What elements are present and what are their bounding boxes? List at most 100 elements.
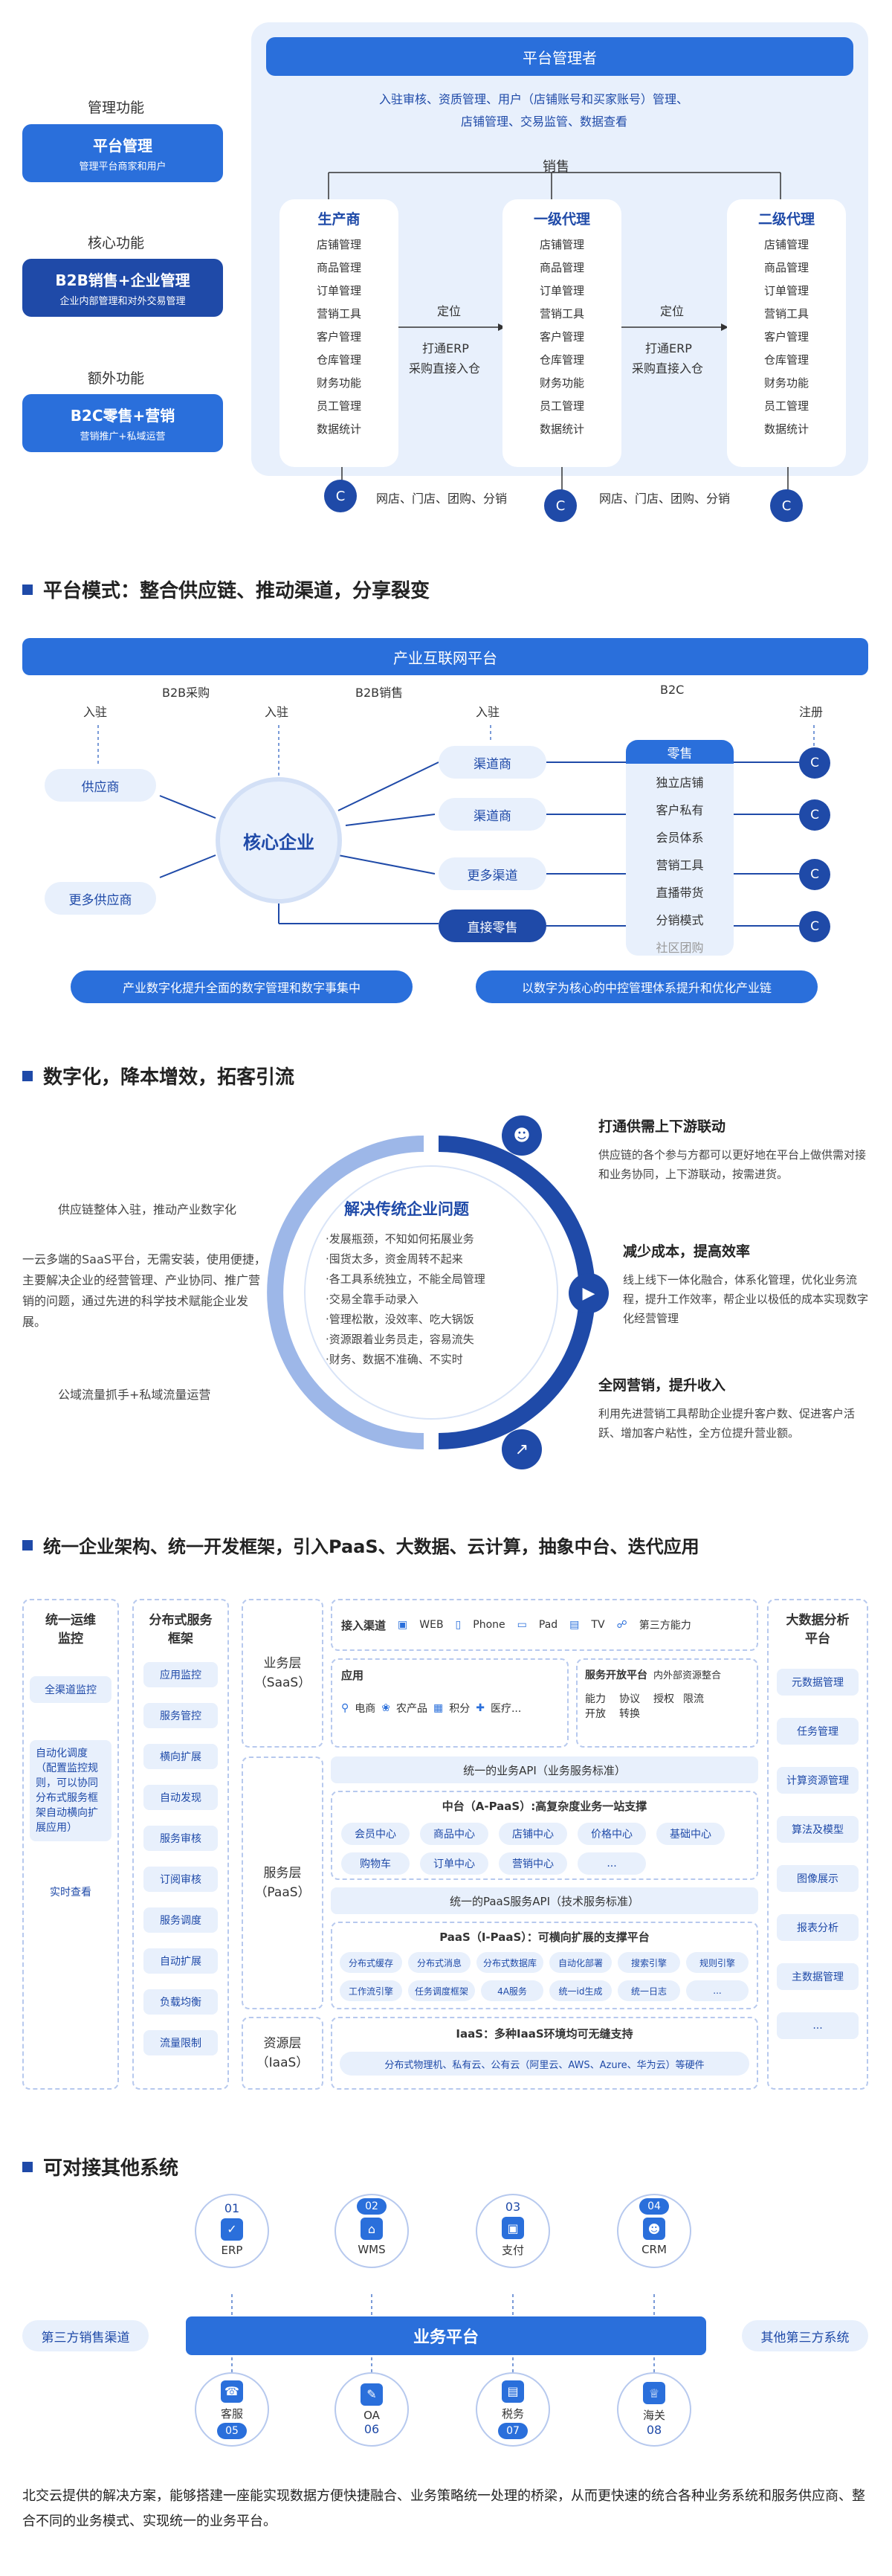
integration-crm[interactable]: 04 ☻ CRM xyxy=(617,2194,691,2298)
integration-tax[interactable]: ▤ 税务 07 xyxy=(476,2372,550,2454)
ipaas-item[interactable]: 搜索引擎 xyxy=(618,1952,680,1973)
more-channel-node[interactable]: 更多渠道 xyxy=(439,857,546,890)
dist-item[interactable]: 应用监控 xyxy=(143,1662,218,1687)
dist-item[interactable]: 负载均衡 xyxy=(143,1989,218,2015)
integration-customs[interactable]: ♕ 海关 08 xyxy=(617,2372,691,2454)
apaas-item[interactable]: 基础中心 xyxy=(656,1823,725,1845)
agent1-item: 店铺管理 xyxy=(539,238,584,251)
supplier-node[interactable]: 供应商 xyxy=(45,769,156,802)
problem-list: ·发展瓶颈，不知如何拓展业务 ·囤货太多，资金周转不起来 ·各工具系统独立，不能… xyxy=(326,1231,485,1367)
business-api-bar: 统一的业务API（业务服务标准） xyxy=(331,1756,758,1783)
third-party-sales-node[interactable]: 第三方销售渠道 xyxy=(22,2320,149,2351)
producer-card[interactable]: 生产商 店铺管理 商品管理 订单管理 营销工具 客户管理 仓库管理 财务功能 员… xyxy=(279,199,398,467)
core-enterprise-node[interactable]: 核心企业 xyxy=(216,777,342,904)
integration-service[interactable]: ☎ 客服 05 xyxy=(195,2372,269,2454)
channel-node[interactable]: 渠道商 xyxy=(439,746,546,779)
bigdata-item[interactable]: ... xyxy=(777,2012,859,2039)
open-item[interactable]: 限流 xyxy=(683,1693,704,1705)
dist-item[interactable]: 服务管控 xyxy=(143,1703,218,1728)
app-item[interactable]: 积分 xyxy=(449,1703,471,1715)
agent2-title: 二级代理 xyxy=(757,210,815,228)
platform-lines xyxy=(97,725,815,927)
ops-item[interactable]: 实时查看 xyxy=(50,1887,91,1899)
apaas-item[interactable]: 会员中心 xyxy=(341,1823,410,1845)
ipaas-item[interactable]: 工作流引擎 xyxy=(340,1980,402,2001)
channel-node[interactable]: 渠道商 xyxy=(439,798,546,831)
apaas-item[interactable]: 订单中心 xyxy=(420,1852,488,1875)
more-supplier-node[interactable]: 更多供应商 xyxy=(45,882,156,915)
ipaas-item[interactable]: 统一id生成 xyxy=(549,1980,612,2001)
dist-item[interactable]: 自动扩展 xyxy=(143,1948,218,1974)
app-item[interactable]: 农产品 xyxy=(396,1703,427,1715)
integration-wms[interactable]: 02 ⌂ WMS xyxy=(334,2194,409,2298)
integration-oa[interactable]: ✎ OA 06 xyxy=(334,2372,409,2454)
integration-label: 客服 xyxy=(220,2406,243,2421)
access-item[interactable]: TV xyxy=(591,1619,605,1631)
agent2-item: 营销工具 xyxy=(763,307,809,321)
dist-item[interactable]: 横向扩展 xyxy=(143,1744,218,1769)
open-item[interactable]: 能力开放 xyxy=(585,1693,606,1720)
ipaas-item[interactable]: 自动化部署 xyxy=(549,1952,612,1973)
app-item[interactable]: 医疗... xyxy=(490,1703,522,1715)
bigdata-item[interactable]: 报表分析 xyxy=(777,1914,859,1941)
apaas-item[interactable]: 价格中心 xyxy=(578,1823,646,1845)
other-third-party-node[interactable]: 其他第三方系统 xyxy=(742,2320,868,2351)
producer-item: 财务功能 xyxy=(316,376,361,390)
bigdata-item[interactable]: 元数据管理 xyxy=(777,1669,859,1696)
ipaas-item[interactable]: 任务调度框架 xyxy=(408,1980,475,2001)
open-item[interactable]: 授权 xyxy=(653,1693,674,1705)
ops-item[interactable]: 全渠道监控 xyxy=(30,1676,112,1703)
integration-label: CRM xyxy=(641,2243,667,2256)
ipaas-item[interactable]: 统一日志 xyxy=(618,1980,680,2001)
ops-item[interactable]: 自动化调度（配置监控规则，可以协同分布式服务框架自动横向扩展应用） xyxy=(30,1740,112,1841)
ipaas-item[interactable]: ... xyxy=(686,1980,749,2001)
paas-layer-label: 服务层（PaaS） xyxy=(242,1756,323,2009)
access-item[interactable]: Pad xyxy=(538,1619,558,1631)
integration-erp[interactable]: 01 ✓ ERP xyxy=(195,2194,269,2298)
bigdata-item[interactable]: 图像展示 xyxy=(777,1865,859,1892)
customer-icon: C xyxy=(544,489,577,522)
ipaas-item[interactable]: 4A服务 xyxy=(481,1980,543,2001)
apaas-item[interactable]: 购物车 xyxy=(341,1852,410,1875)
ops-column: 统一运维监控 全渠道监控 自动化调度（配置监控规则，可以协同分布式服务框架自动横… xyxy=(22,1599,119,2090)
direct-retail-node[interactable]: 直接零售 xyxy=(439,909,546,942)
business-platform-bar[interactable]: 业务平台 xyxy=(186,2316,706,2355)
b2c-box[interactable]: B2C零售+营销 营销推广+私域运营 xyxy=(22,394,223,452)
access-item[interactable]: 第三方能力 xyxy=(639,1620,691,1632)
open-item[interactable]: 协议转换 xyxy=(619,1693,640,1720)
leaf-icon: ❀ xyxy=(381,1702,390,1714)
erp-label-2: 打通ERP xyxy=(645,341,692,355)
agent1-card[interactable]: 一级代理 店铺管理 商品管理 订单管理 营销工具 客户管理 仓库管理 财务功能 … xyxy=(502,199,621,467)
dist-item[interactable]: 订阅审核 xyxy=(143,1867,218,1892)
problem-title: 解决传统企业问题 xyxy=(344,1200,469,1218)
integration-pay[interactable]: 03 ▣ 支付 xyxy=(476,2194,550,2298)
ipaas-item[interactable]: 规则引擎 xyxy=(686,1952,749,1973)
apaas-item[interactable]: 营销中心 xyxy=(499,1852,567,1875)
banner-left: 产业数字化提升全面的数字管理和数字事集中 xyxy=(71,970,413,1003)
app-item[interactable]: 电商 xyxy=(355,1703,376,1715)
platform-manage-box[interactable]: 平台管理 管理平台商家和用户 xyxy=(22,124,223,182)
dist-item[interactable]: 服务审核 xyxy=(143,1826,218,1851)
retail-item: 直播带货 xyxy=(656,886,704,900)
dist-item[interactable]: 流量限制 xyxy=(143,2030,218,2055)
bigdata-item[interactable]: 计算资源管理 xyxy=(777,1767,859,1794)
access-item[interactable]: Phone xyxy=(473,1619,505,1631)
apaas-item[interactable]: 店铺中心 xyxy=(499,1823,567,1845)
integration-label: ERP xyxy=(221,2243,243,2257)
bigdata-item[interactable]: 主数据管理 xyxy=(777,1963,859,1990)
dist-item[interactable]: 服务调度 xyxy=(143,1907,218,1933)
app-items: ⚲电商 ❀农产品 ▦积分 ✚医疗... xyxy=(341,1701,558,1716)
bigdata-item[interactable]: 算法及模型 xyxy=(777,1816,859,1843)
apaas-item[interactable]: 商品中心 xyxy=(420,1823,488,1845)
ipaas-item[interactable]: 分布式消息 xyxy=(408,1952,471,1973)
access-item[interactable]: WEB xyxy=(419,1619,444,1631)
admin-desc-2: 店铺管理、交易监管、数据查看 xyxy=(461,115,628,129)
ipaas-item[interactable]: 分布式缓存 xyxy=(340,1952,402,1973)
ipaas-item[interactable]: 分布式数据库 xyxy=(476,1952,543,1973)
dist-item[interactable]: 自动发现 xyxy=(143,1785,218,1810)
bigdata-item[interactable]: 任务管理 xyxy=(777,1718,859,1745)
dist-column: 分布式服务框架 应用监控 服务管控 横向扩展 自动发现 服务审核 订阅审核 服务… xyxy=(132,1599,229,2090)
apaas-item[interactable]: ... xyxy=(578,1852,646,1875)
b2b-box[interactable]: B2B销售+企业管理 企业内部管理和对外交易管理 xyxy=(22,259,223,317)
agent2-card[interactable]: 二级代理 店铺管理 商品管理 订单管理 营销工具 客户管理 仓库管理 财务功能 … xyxy=(727,199,846,467)
